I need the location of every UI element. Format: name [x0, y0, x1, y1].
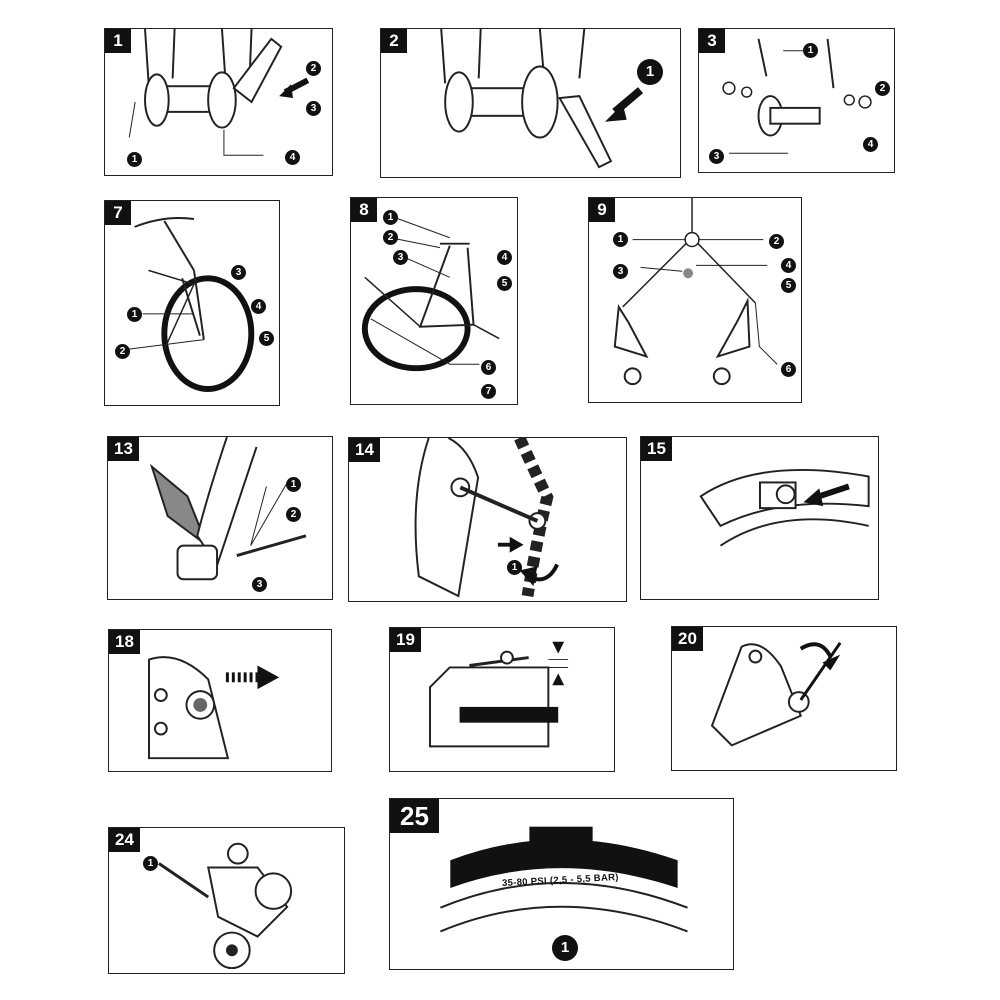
- panel-15: 15: [640, 436, 879, 600]
- derailleur-chain-illustration: [414, 438, 559, 598]
- callout-2: 2: [306, 61, 321, 76]
- callout-4: 4: [285, 150, 300, 165]
- callout-4: 4: [781, 258, 796, 273]
- callout-1: 1: [637, 59, 663, 85]
- panel-20: 20: [671, 626, 897, 771]
- step-number: 7: [105, 201, 131, 225]
- panel-1: 1 1 2 3 4: [104, 28, 333, 176]
- brake-arm-bolt-illustration: [699, 468, 870, 547]
- cantilever-brake-illustration: [613, 198, 778, 386]
- callout-1: 1: [613, 232, 628, 247]
- hub-axle-exploded-illustration: [722, 38, 872, 154]
- panel-13: 13 1 2 3: [107, 436, 333, 600]
- callout-7: 7: [481, 384, 496, 399]
- callout-3: 3: [306, 101, 321, 116]
- callout-4: 4: [863, 137, 878, 152]
- panel-24: 24 1: [108, 827, 345, 974]
- callout-5: 5: [259, 331, 274, 346]
- brake-lever-cable-illustration: [149, 437, 307, 581]
- brake-pad-clearance-illustration: [429, 641, 569, 748]
- panel-14: 14 1: [348, 437, 627, 602]
- callout-4: 4: [497, 250, 512, 265]
- step-number: 13: [108, 437, 139, 461]
- step-number: 9: [589, 198, 615, 222]
- callout-3: 3: [613, 264, 628, 279]
- callout-1: 1: [507, 560, 522, 575]
- callout-1: 1: [383, 210, 398, 225]
- step-number: 18: [109, 630, 140, 654]
- callout-1: 1: [286, 477, 301, 492]
- panel-8: 8 1 2 3 4 5 6 7: [350, 197, 518, 405]
- callout-5: 5: [497, 276, 512, 291]
- step-number: 2: [381, 29, 407, 53]
- panel-2: 2 1: [380, 28, 681, 178]
- callout-2: 2: [286, 507, 301, 522]
- callout-3: 3: [709, 149, 724, 164]
- front-bicycle-illustration: [126, 216, 255, 392]
- callout-4: 4: [251, 299, 266, 314]
- panel-19: 19: [389, 627, 615, 772]
- callout-3: 3: [231, 265, 246, 280]
- step-number: 1: [105, 29, 131, 53]
- callout-2: 2: [115, 344, 130, 359]
- step-number: 3: [699, 29, 725, 53]
- callout-2: 2: [769, 234, 784, 249]
- panel-18: 18: [108, 629, 332, 772]
- rear-bicycle-illustration: [361, 215, 500, 372]
- step-number: 14: [349, 438, 380, 462]
- callout-2: 2: [383, 230, 398, 245]
- step-number: 8: [351, 198, 377, 222]
- callout-5: 5: [781, 278, 796, 293]
- callout-3: 3: [252, 577, 267, 592]
- callout-3: 3: [393, 250, 408, 265]
- hub-quick-release-illustration: [128, 29, 310, 156]
- panel-3: 3 1 2 3 4: [698, 28, 895, 173]
- step-number: 19: [390, 628, 421, 652]
- step-number: 25: [390, 799, 439, 833]
- brake-spring-adjust-illustration: [710, 641, 842, 747]
- step-number: 20: [672, 627, 703, 651]
- tire-pressure-illustration: [440, 826, 688, 933]
- callout-1: 1: [143, 856, 158, 871]
- dropout-axle-illustration: [148, 656, 280, 760]
- step-number: 24: [109, 828, 140, 852]
- hub-quick-release-open-illustration: [440, 29, 644, 169]
- callout-6: 6: [781, 362, 796, 377]
- callout-6: 6: [481, 360, 496, 375]
- callout-1: 1: [552, 935, 578, 961]
- callout-2: 2: [875, 81, 890, 96]
- callout-1: 1: [803, 43, 818, 58]
- step-number: 15: [641, 437, 672, 461]
- callout-1: 1: [127, 152, 142, 167]
- panel-9: 9 1 2 3 4 5 6: [588, 197, 802, 403]
- callout-1: 1: [127, 307, 142, 322]
- rear-derailleur-illustration: [158, 842, 293, 970]
- panel-7: 7 1 2 3 4 5: [104, 200, 280, 406]
- panel-25: 25 35-80 PSI (2,5 - 5,5 BAR) 1: [389, 798, 734, 970]
